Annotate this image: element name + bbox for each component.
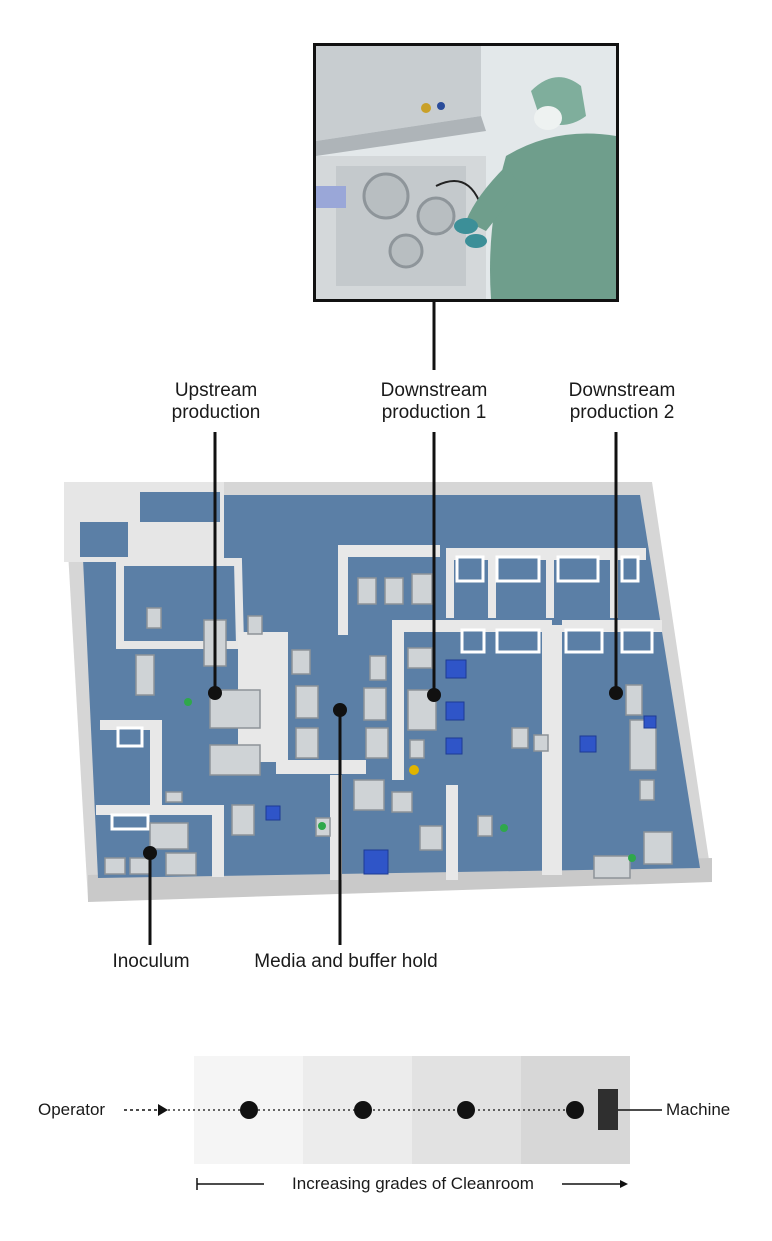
equipment-units xyxy=(104,573,673,879)
leader-lines xyxy=(148,302,618,945)
leader-dots xyxy=(143,686,623,860)
operator-photo-illustration xyxy=(316,46,616,299)
label-downstream2-line1: Downstream xyxy=(568,380,676,401)
wall-partition-13 xyxy=(446,548,454,618)
room-floor-top-left xyxy=(80,522,128,557)
wall-partition-3 xyxy=(340,545,440,557)
label-upstream-production: Upstream production xyxy=(150,380,282,424)
wall-partition-12 xyxy=(610,548,618,618)
label-downstream-production-1: Downstream production 1 xyxy=(362,380,506,424)
legend-operator-label: Operator xyxy=(38,1100,106,1119)
dot-inoculum xyxy=(143,846,157,860)
machine-block xyxy=(598,1089,618,1130)
room-windows xyxy=(110,555,654,831)
room-floor-top-middle xyxy=(140,492,220,522)
wall-partition-17 xyxy=(150,720,162,805)
blue-equipment xyxy=(265,659,657,875)
dot-downstream-2 xyxy=(609,686,623,700)
label-downstream-production-2: Downstream production 2 xyxy=(550,380,694,424)
dot-media-buffer xyxy=(333,703,347,717)
path-dot-4 xyxy=(566,1101,584,1119)
wall-inoculum-right xyxy=(212,805,224,877)
caption-arrow-head xyxy=(620,1180,628,1188)
label-media-buffer-hold: Media and buffer hold xyxy=(254,951,438,972)
path-dots xyxy=(240,1101,584,1119)
legend-machine-label: Machine xyxy=(666,1100,731,1119)
path-dot-3 xyxy=(457,1101,475,1119)
label-downstream1-line1: Downstream xyxy=(380,380,488,401)
path-dot-2 xyxy=(354,1101,372,1119)
label-upstream-line2: production xyxy=(171,402,261,423)
dot-upstream xyxy=(208,686,222,700)
path-dot-1 xyxy=(240,1101,258,1119)
legend-caption: Increasing grades of Cleanroom xyxy=(292,1174,534,1193)
dot-downstream-1 xyxy=(427,688,441,702)
cleanroom-operator-photo xyxy=(313,43,619,302)
green-markers xyxy=(184,698,636,862)
wall-partition-2 xyxy=(276,760,366,774)
label-inoculum: Inoculum xyxy=(112,951,190,972)
wall-inoculum-top xyxy=(96,805,221,815)
wall-partition-16 xyxy=(100,720,160,730)
wall-partition-6 xyxy=(392,620,404,780)
wall-partition-14 xyxy=(446,785,458,880)
operator-arrow-head xyxy=(158,1104,168,1116)
label-downstream2-line2: production 2 xyxy=(569,402,675,423)
yellow-marker xyxy=(409,765,419,775)
wall-partition-4 xyxy=(338,545,348,635)
label-upstream-line1: Upstream xyxy=(174,380,258,401)
wall-partition-11 xyxy=(546,548,554,618)
label-downstream1-line2: production 1 xyxy=(381,402,487,423)
wall-partition-7 xyxy=(542,625,562,875)
wall-partition-10 xyxy=(488,548,496,618)
